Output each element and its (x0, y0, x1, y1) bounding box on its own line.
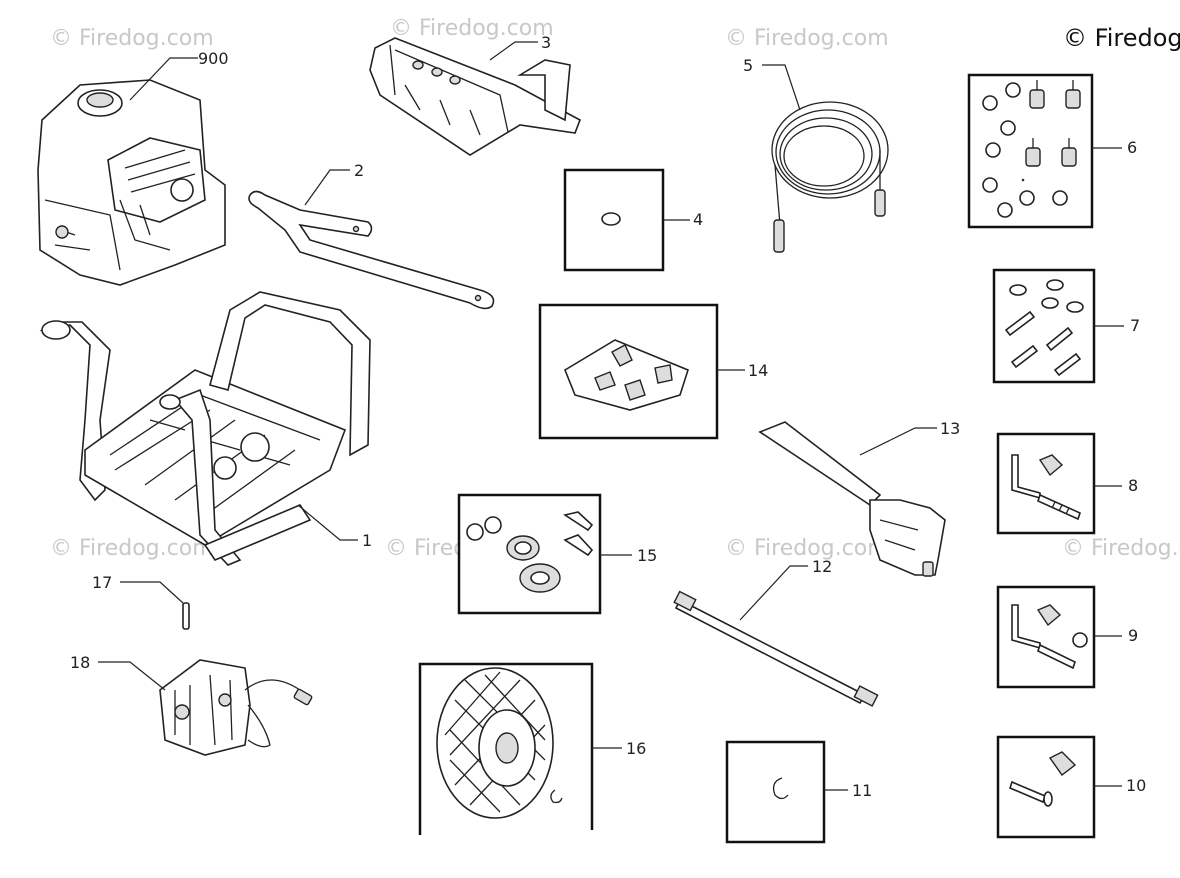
label-3: 3 (541, 33, 551, 52)
part-7-box[interactable] (992, 268, 1096, 384)
label-18: 18 (70, 653, 90, 672)
pump-part[interactable] (159, 659, 313, 756)
watermark: © Firedog.com (50, 536, 214, 561)
label-4: 4 (693, 210, 703, 229)
label-17: 17 (92, 573, 112, 592)
hose-part[interactable] (771, 101, 889, 253)
watermark: © Firedog.com (725, 536, 889, 561)
label-8: 8 (1128, 476, 1138, 495)
engine-part[interactable] (37, 79, 226, 286)
label-13: 13 (940, 419, 960, 438)
watermark: © Firedog.com (50, 26, 214, 51)
wand-part[interactable] (673, 590, 879, 707)
watermark: © Firedog.com (725, 26, 889, 51)
clip-part[interactable] (772, 777, 789, 800)
bracket-part[interactable] (369, 37, 581, 156)
label-10: 10 (1126, 776, 1146, 795)
label-1: 1 (362, 531, 372, 550)
label-2: 2 (354, 161, 364, 180)
axle-bolt-part[interactable] (1011, 454, 1081, 521)
handle-bar-part[interactable] (248, 190, 495, 310)
spray-gun-part[interactable] (758, 421, 946, 577)
frame-part[interactable] (39, 291, 371, 566)
wheel-part[interactable] (436, 667, 563, 819)
screw-set-part[interactable] (1004, 279, 1084, 377)
pin-part[interactable] (182, 602, 190, 630)
label-6: 6 (1127, 138, 1137, 157)
part-11-box[interactable] (725, 740, 826, 844)
label-7: 7 (1130, 316, 1140, 335)
nut-set-part[interactable] (982, 80, 1081, 218)
watermark: © Firedog.com (1062, 536, 1180, 561)
bearing-kit-part[interactable] (466, 511, 594, 593)
label-9: 9 (1128, 626, 1138, 645)
label-14: 14 (748, 361, 768, 380)
label-15: 15 (637, 546, 657, 565)
label-5: 5 (743, 56, 753, 75)
label-11: 11 (852, 781, 872, 800)
label-16: 16 (626, 739, 646, 758)
axle-kit-part[interactable] (1011, 604, 1088, 670)
nozzle-kit-part[interactable] (564, 339, 689, 411)
copyright-mark: © Firedog (1063, 24, 1180, 52)
label-12: 12 (812, 557, 832, 576)
bolt-spacer-part[interactable] (1009, 751, 1077, 807)
label-900: 900 (198, 49, 229, 68)
watermark: © Firedog.com (390, 16, 554, 41)
cap-part[interactable] (601, 212, 621, 226)
